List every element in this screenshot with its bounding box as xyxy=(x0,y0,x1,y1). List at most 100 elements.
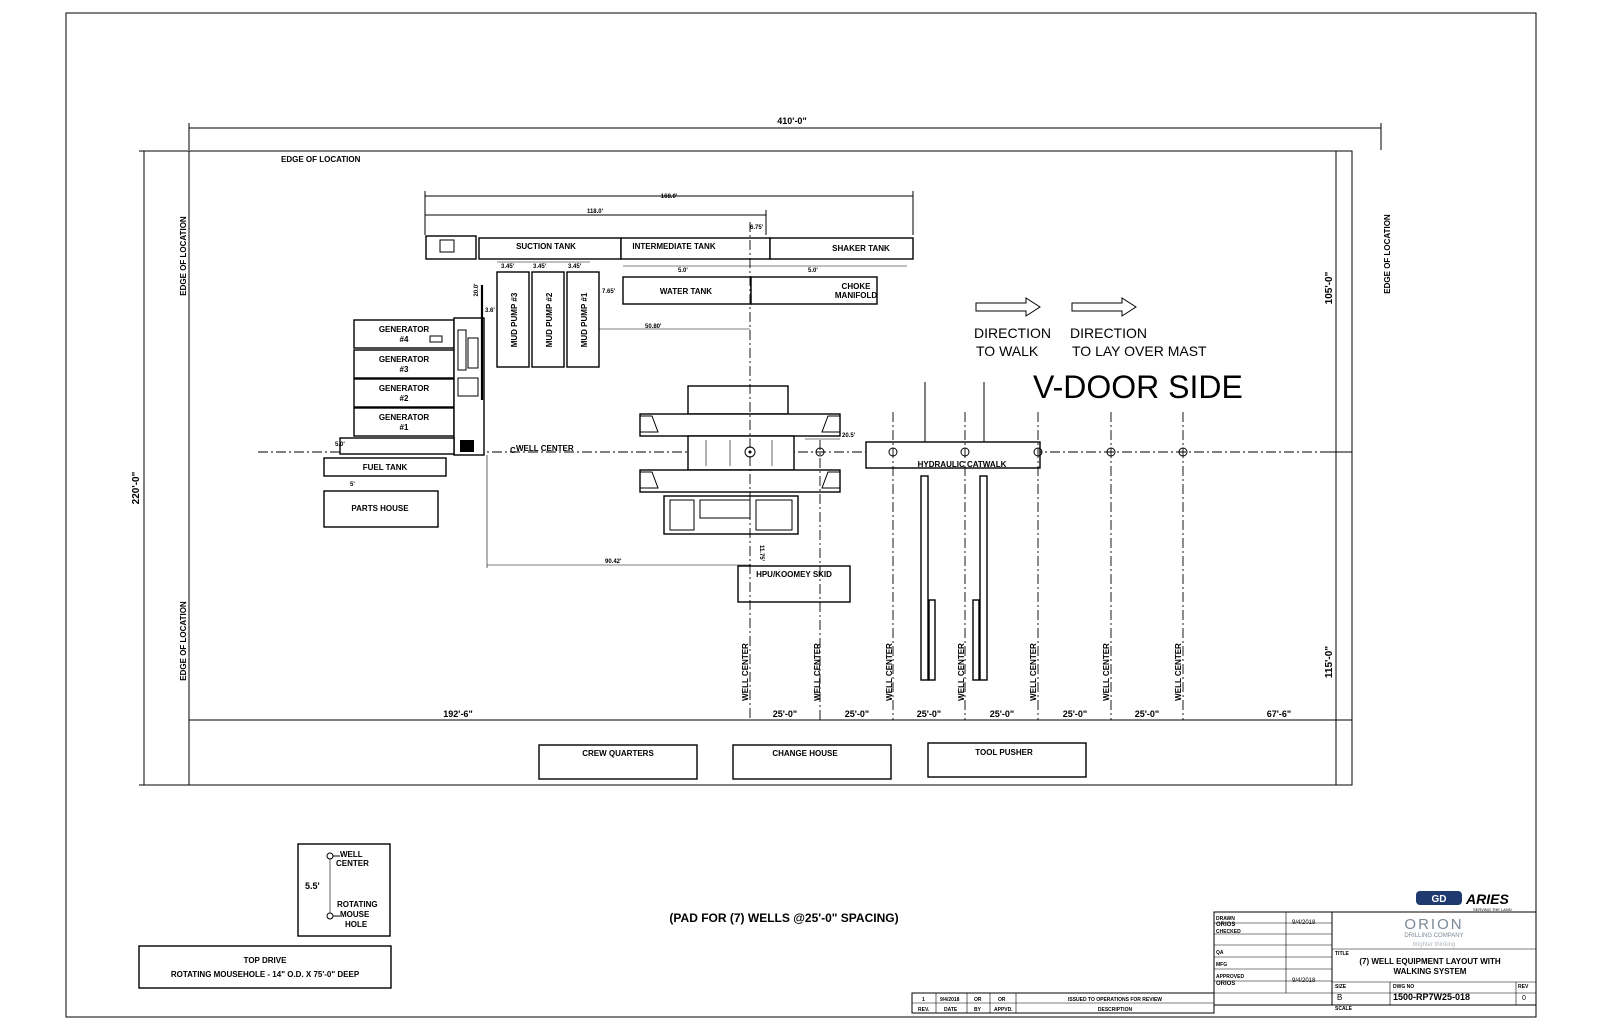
generator-4 xyxy=(353,319,455,349)
mud-pump-1 xyxy=(566,271,600,368)
edge-of-location-right: EDGE OF LOCATION xyxy=(1383,214,1392,294)
svg-text:TOP DRIVE: TOP DRIVE xyxy=(244,956,287,965)
fuel-tank xyxy=(323,457,447,477)
svg-text:APPROVED: APPROVED xyxy=(1216,974,1244,980)
svg-text:WELL: WELL xyxy=(340,850,363,859)
dim-168: 168.0' xyxy=(661,194,678,200)
svg-text:ORIOS: ORIOS xyxy=(1216,922,1235,928)
tool-pusher xyxy=(927,742,1087,778)
svg-text:25'-0": 25'-0" xyxy=(1135,709,1159,719)
location-pad xyxy=(188,150,1353,786)
shaker-tank xyxy=(769,237,914,260)
cl-symbol-h: C xyxy=(510,446,516,455)
svg-text:20.5': 20.5' xyxy=(842,433,856,439)
hydraulic-catwalk xyxy=(865,441,1041,469)
drawing-title-2: WALKING SYSTEM xyxy=(1394,967,1467,976)
title-block xyxy=(911,911,1537,1014)
svg-text:WATER TANK: WATER TANK xyxy=(660,287,712,296)
aries-logo: GD xyxy=(1416,891,1462,905)
svg-text:TITLE: TITLE xyxy=(1335,951,1350,957)
dim-118: 118.0' xyxy=(587,209,604,215)
svg-text:#4: #4 xyxy=(400,335,409,344)
svg-text:9/4/2018: 9/4/2018 xyxy=(1292,978,1316,984)
overall-height-dim: 220'-0" xyxy=(131,471,142,504)
svg-text:5.0': 5.0' xyxy=(808,268,818,274)
direction-walk-2: TO WALK xyxy=(976,343,1039,359)
svg-text:FUEL TANK: FUEL TANK xyxy=(363,463,408,472)
svg-text:BY: BY xyxy=(974,1007,982,1013)
svg-text:MFG: MFG xyxy=(1216,962,1227,968)
svg-text:brighter thinking: brighter thinking xyxy=(1413,942,1456,948)
svg-text:GENERATOR: GENERATOR xyxy=(379,355,430,364)
svg-text:GD: GD xyxy=(1432,894,1447,905)
svg-text:5.0': 5.0' xyxy=(335,442,345,448)
change-house xyxy=(732,744,892,780)
direction-walk-1: DIRECTION xyxy=(974,325,1051,341)
svg-text:OR: OR xyxy=(998,997,1006,1003)
svg-text:ISSUED TO OPERATIONS FOR REVIE: ISSUED TO OPERATIONS FOR REVIEW xyxy=(1068,997,1162,1003)
svg-text:B: B xyxy=(1337,993,1342,1002)
svg-text:DRILLING COMPANY: DRILLING COMPANY xyxy=(1404,933,1463,939)
svg-text:OR: OR xyxy=(974,997,982,1003)
svg-text:5': 5' xyxy=(350,482,355,488)
tank-end-unit xyxy=(425,235,477,260)
svg-text:PARTS HOUSE: PARTS HOUSE xyxy=(351,504,409,513)
svg-text:SHAKER TANK: SHAKER TANK xyxy=(832,244,890,253)
svg-text:APPVD.: APPVD. xyxy=(994,1007,1013,1013)
mast-arrow-icon xyxy=(1071,297,1137,317)
svg-text:GENERATOR: GENERATOR xyxy=(379,384,430,393)
pad-note: (PAD FOR (7) WELLS @25'-0" SPACING) xyxy=(669,911,898,925)
svg-text:11.75': 11.75' xyxy=(758,545,764,562)
svg-text:MANIFOLD: MANIFOLD xyxy=(835,291,877,300)
svg-text:25'-0": 25'-0" xyxy=(845,709,869,719)
svg-text:GENERATOR: GENERATOR xyxy=(379,413,430,422)
svg-text:MOUSE: MOUSE xyxy=(340,910,370,919)
svg-text:CHECKED: CHECKED xyxy=(1216,929,1241,935)
generator-1 xyxy=(353,407,455,437)
drawing-number: 1500-RP7W25-018 xyxy=(1393,992,1470,1002)
svg-text:20.0': 20.0' xyxy=(474,283,480,297)
well-center-verticals xyxy=(749,222,1188,720)
edge-of-location-top: EDGE OF LOCATION xyxy=(281,155,361,164)
direction-mast-2: TO LAY OVER MAST xyxy=(1072,343,1207,359)
edge-of-location-left-upper: EDGE OF LOCATION xyxy=(179,216,188,296)
gen-skid xyxy=(339,437,455,455)
mud-pump-2 xyxy=(531,271,565,368)
svg-text:9/4/2018: 9/4/2018 xyxy=(940,997,960,1003)
svg-text:CREW QUARTERS: CREW QUARTERS xyxy=(582,749,654,758)
direction-mast-1: DIRECTION xyxy=(1070,325,1147,341)
svg-text:SCALE: SCALE xyxy=(1335,1006,1353,1012)
bottom-right-dim: 67'-6" xyxy=(1267,709,1291,719)
svg-text:5.5': 5.5' xyxy=(305,881,320,891)
crew-quarters xyxy=(538,744,698,780)
right-lower-dim: 115'-0" xyxy=(1324,646,1335,678)
svg-text:25'-0": 25'-0" xyxy=(773,709,797,719)
well-center-1: WELL CENTER xyxy=(741,643,750,701)
svg-text:25'-0": 25'-0" xyxy=(917,709,941,719)
svg-text:QA: QA xyxy=(1216,950,1224,956)
svg-text:3.6': 3.6' xyxy=(485,308,495,314)
svg-text:TOOL PUSHER: TOOL PUSHER xyxy=(975,748,1033,757)
svg-text:3.45': 3.45' xyxy=(533,264,547,270)
water-tank xyxy=(622,276,752,305)
svg-text:ORIOS: ORIOS xyxy=(1216,981,1235,987)
parts-house xyxy=(323,490,439,528)
svg-text:3.45': 3.45' xyxy=(568,264,582,270)
mud-pump-3 xyxy=(496,271,530,368)
svg-text:25'-0": 25'-0" xyxy=(1063,709,1087,719)
edge-of-location-left-lower: EDGE OF LOCATION xyxy=(179,601,188,681)
svg-text:DESCRIPTION: DESCRIPTION xyxy=(1098,1007,1133,1013)
svg-text:50.80': 50.80' xyxy=(645,324,662,330)
svg-text:INTERMEDIATE TANK: INTERMEDIATE TANK xyxy=(632,242,715,251)
svg-text:9/4/2018: 9/4/2018 xyxy=(1292,920,1316,926)
well-center-7: WELL CENTER xyxy=(1174,643,1183,701)
svg-text:GENERATOR: GENERATOR xyxy=(379,325,430,334)
overall-width-dim: 410'-0" xyxy=(777,116,806,126)
svg-text:DATE: DATE xyxy=(944,1007,958,1013)
svg-text:SERVING THE LAND: SERVING THE LAND xyxy=(1473,907,1512,912)
svg-text:HPU/KOOMEY SKID: HPU/KOOMEY SKID xyxy=(756,570,832,579)
svg-text:DRAWN: DRAWN xyxy=(1216,916,1235,922)
svg-text:MUD PUMP #1: MUD PUMP #1 xyxy=(580,292,589,347)
svg-text:DWG NO: DWG NO xyxy=(1393,984,1414,990)
